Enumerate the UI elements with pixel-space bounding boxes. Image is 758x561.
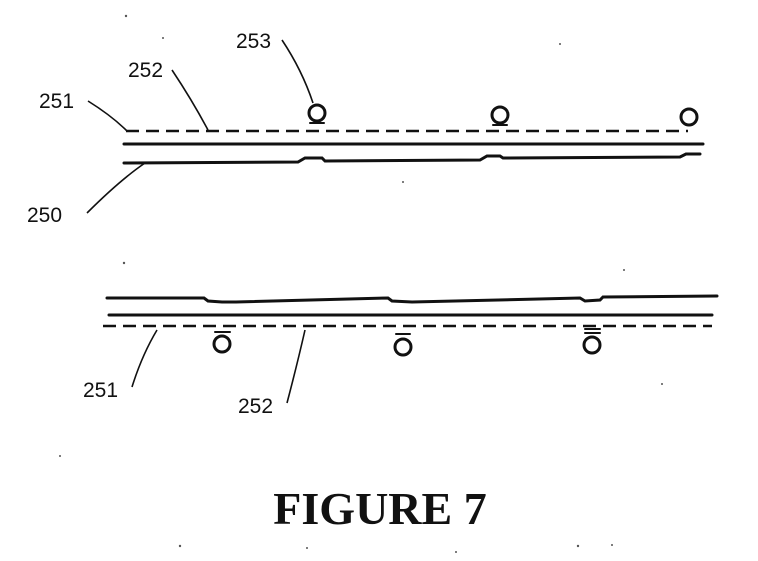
scan-specks xyxy=(59,14,663,553)
upper-base-strip-250 xyxy=(122,152,702,165)
leader-253 xyxy=(281,39,314,104)
leader-251-upper xyxy=(87,100,128,132)
lower-top-strip xyxy=(105,294,719,304)
upper-ring-3 xyxy=(679,107,699,127)
ref-label-251-lower: 251 xyxy=(83,379,118,402)
leader-252-upper xyxy=(171,69,209,131)
ref-label-250: 250 xyxy=(27,204,62,227)
upper-ring-1 xyxy=(307,103,327,123)
ref-label-252-lower: 252 xyxy=(238,395,273,418)
ref-label-253: 253 xyxy=(236,30,271,53)
lower-ring-1 xyxy=(212,334,232,354)
leader-251-lower xyxy=(131,329,158,388)
lower-ring-3 xyxy=(582,335,602,355)
lower-ring-2 xyxy=(393,337,413,357)
figure-caption: FIGURE 7 xyxy=(273,483,486,534)
upper-assembly: 251 252 253 250 xyxy=(27,30,705,227)
ref-label-252-upper: 252 xyxy=(128,59,163,82)
upper-ring-2 xyxy=(490,105,510,125)
ref-label-251-upper: 251 xyxy=(39,90,74,113)
lower-assembly: 251 252 xyxy=(83,294,719,418)
leader-252-lower xyxy=(286,329,306,404)
leader-250 xyxy=(86,162,146,214)
